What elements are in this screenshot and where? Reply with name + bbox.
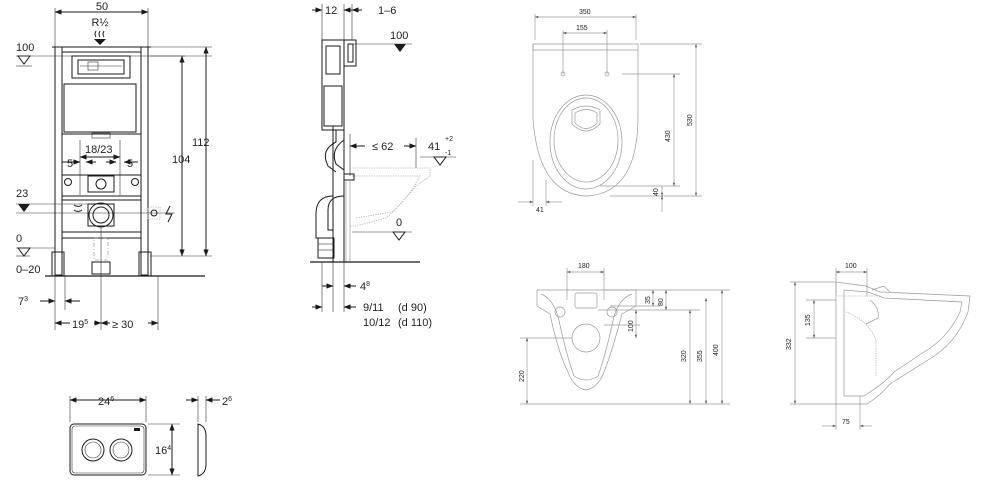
dim-distance-a: 195 [72, 319, 88, 331]
dim-frame-width: 50 [96, 1, 108, 13]
dim-distance-b: ≥ 30 [112, 319, 133, 331]
side-level-0: 0 [396, 217, 402, 229]
dim-side-top-offset: 100 [845, 263, 857, 270]
dim-front-320: 320 [681, 350, 688, 362]
level-23: 23 [16, 188, 28, 200]
dim-bowl-length: 530 [687, 114, 694, 126]
dim-front-220: 220 [519, 370, 526, 382]
dim-pipe-d110: 10/12 [363, 317, 391, 329]
dim-fix-spacing: 155 [576, 25, 588, 32]
dim-side-135: 135 [805, 314, 812, 326]
dim-side-height: 332 [786, 338, 793, 350]
dim-pipe-d110-label: (d 110) [398, 317, 432, 329]
dim-pipe-d90: 9/11 [363, 302, 384, 314]
dim-plate-height: 164 [155, 445, 171, 457]
level-100: 100 [16, 42, 34, 54]
dim-side-offset: 41 [536, 207, 544, 214]
dim-bowl-reach: ≤ 62 [372, 141, 393, 153]
bowl-front-view: 180 35 80 100 320 355 400 220 [519, 263, 730, 405]
dim-height-112: 112 [192, 137, 210, 149]
dim-bowl-width: 350 [579, 9, 591, 16]
floor-range: 0–20 [16, 264, 40, 276]
dim-plate-depth: 26 [222, 396, 232, 408]
dim-bolt-spacing: 18/23 [85, 144, 113, 156]
flush-button-large [109, 438, 133, 462]
flush-water-icon [73, 204, 83, 212]
frame-side-view: 12 1–6 100 ≤ 62 41 +2 -1 [310, 4, 456, 329]
level-0: 0 [16, 233, 22, 245]
dim-plate-width: 246 [98, 396, 114, 408]
water-inlet-icon [94, 30, 105, 38]
bowl-top-view: 350 155 530 430 40 41 [518, 9, 702, 214]
dim-front-80: 80 [658, 298, 665, 306]
actuator-plate-view: 246 164 26 [69, 396, 232, 477]
dim-pipe-d90-label: (d 90) [398, 302, 427, 314]
side-level-100: 100 [390, 30, 408, 42]
dim-front-top-width: 180 [578, 263, 590, 270]
dim-height-104: 104 [172, 154, 190, 166]
dim-thread: R½ [91, 17, 108, 29]
electric-icon [165, 205, 173, 223]
dim-offset-left: 5 [67, 158, 73, 170]
dim-rim-offset: 40 [653, 188, 660, 196]
dim-tol-plus: +2 [445, 136, 453, 143]
dim-offset-right: 5 [127, 158, 133, 170]
dim-front-100: 100 [628, 320, 635, 332]
dim-front-35: 35 [645, 296, 652, 304]
dim-side-depth: 12 [325, 5, 337, 17]
bowl-side-view: 100 135 332 75 [786, 263, 971, 430]
dim-front-355: 355 [697, 350, 704, 362]
dim-tol-minus: -1 [445, 150, 451, 157]
dim-seat-length: 430 [665, 130, 672, 142]
dim-pipe-offset: 48 [360, 281, 370, 293]
flush-button-small [81, 438, 105, 462]
dim-side-left: 73 [18, 296, 28, 308]
dim-wall-gap: 1–6 [378, 5, 396, 17]
dim-front-400: 400 [713, 344, 720, 356]
frame-front-view: 50 R½ 100 18/23 5 5 [16, 1, 212, 331]
dim-side-base: 75 [842, 419, 850, 426]
dim-outlet-height: 41 [428, 141, 440, 153]
